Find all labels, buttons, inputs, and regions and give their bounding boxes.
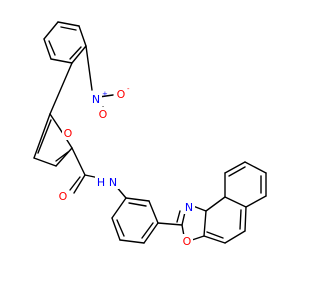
bond (239, 209, 242, 230)
bond (125, 197, 150, 202)
bond (71, 147, 86, 176)
bond (143, 222, 159, 244)
bond (245, 195, 267, 208)
bond (55, 151, 69, 162)
bond (33, 113, 51, 159)
bond (128, 202, 147, 207)
bond (141, 222, 154, 239)
bond (203, 210, 207, 237)
atom-background (90, 92, 102, 106)
bond (224, 161, 246, 174)
atom-background (62, 126, 74, 140)
atom-label: O (183, 235, 192, 248)
atom-label: N (92, 93, 100, 106)
bond (57, 21, 80, 27)
bond (224, 230, 246, 244)
bond (55, 147, 73, 167)
bond (78, 25, 87, 47)
atom-label: O (117, 88, 126, 101)
bond (224, 196, 247, 208)
atom-label: N (109, 176, 117, 189)
atom-label: H (97, 176, 105, 189)
bond (33, 157, 57, 167)
atom-background (183, 200, 195, 214)
charge-sign: - (127, 85, 130, 93)
bond (69, 46, 82, 60)
bond (50, 58, 73, 64)
bond (43, 38, 52, 60)
atom-label: N (185, 201, 193, 214)
bond (192, 205, 207, 212)
bond (49, 113, 61, 130)
atom-background (97, 107, 109, 121)
bond (48, 40, 56, 56)
bond (43, 21, 59, 40)
atom-background (107, 175, 119, 189)
atom-background (57, 189, 69, 203)
atom-background (181, 234, 193, 248)
bond (176, 210, 181, 223)
bond (203, 235, 226, 244)
atom-label: O (59, 190, 68, 203)
bond (49, 62, 73, 115)
bond (111, 217, 121, 241)
bond (205, 196, 226, 212)
atom-label: O (64, 127, 73, 140)
bond (244, 161, 267, 174)
bond (191, 235, 205, 241)
bond (157, 222, 183, 226)
bond (181, 211, 186, 226)
bond (69, 176, 81, 191)
bond (60, 26, 77, 31)
atom-background (115, 87, 127, 101)
bond (206, 231, 224, 239)
bond (228, 166, 246, 177)
bond (244, 206, 247, 232)
charge-sign: + (102, 90, 108, 98)
bond (73, 174, 86, 194)
bond (37, 119, 52, 154)
bond (119, 239, 145, 244)
atom-label: O (99, 108, 108, 121)
atom-background (95, 175, 107, 189)
bond (111, 197, 127, 219)
bond (116, 219, 125, 237)
bond (71, 45, 87, 64)
bond (148, 200, 159, 224)
bond (85, 45, 93, 91)
